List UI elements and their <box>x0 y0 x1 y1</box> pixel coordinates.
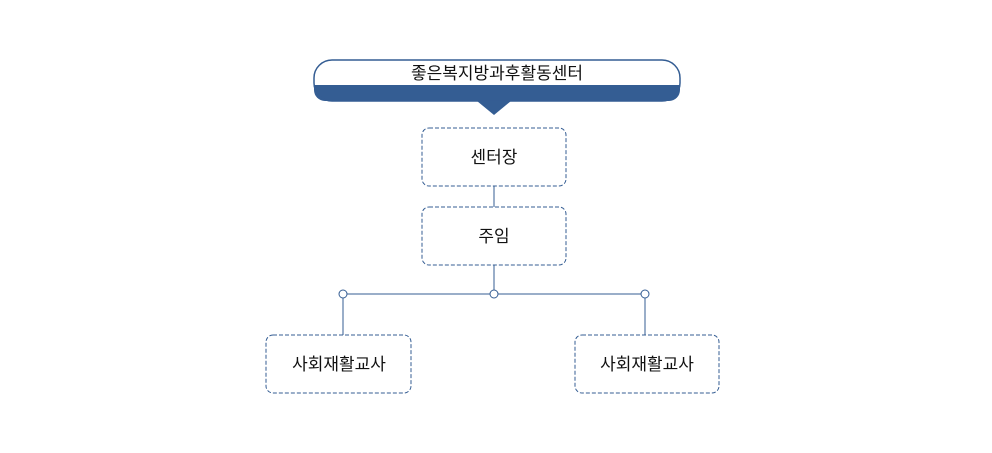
node-director-label: 센터장 <box>471 148 518 168</box>
node-teacher-right-label: 사회재활교사 <box>600 355 694 375</box>
node-manager-box <box>421 206 567 266</box>
header-title: 좋은복지방과후활동센터 <box>411 64 583 84</box>
node-teacher-right: 사회재활교사 <box>574 334 720 394</box>
node-director-box <box>421 127 567 187</box>
node-director: 센터장 <box>421 127 567 187</box>
node-teacher-left: 사회재활교사 <box>265 334 412 394</box>
junction-center <box>489 289 499 299</box>
header-banner: 좋은복지방과후활동센터 <box>313 59 681 115</box>
header-pointer <box>477 101 511 115</box>
junction-left <box>338 289 348 299</box>
node-manager: 주임 <box>421 206 567 266</box>
junctions <box>338 289 650 299</box>
node-teacher-right-box <box>574 334 720 394</box>
node-teacher-left-box <box>265 334 412 394</box>
header-banner-band <box>314 85 680 101</box>
node-manager-label: 주임 <box>478 227 509 247</box>
junction-right <box>640 289 650 299</box>
node-teacher-left-label: 사회재활교사 <box>292 355 386 375</box>
